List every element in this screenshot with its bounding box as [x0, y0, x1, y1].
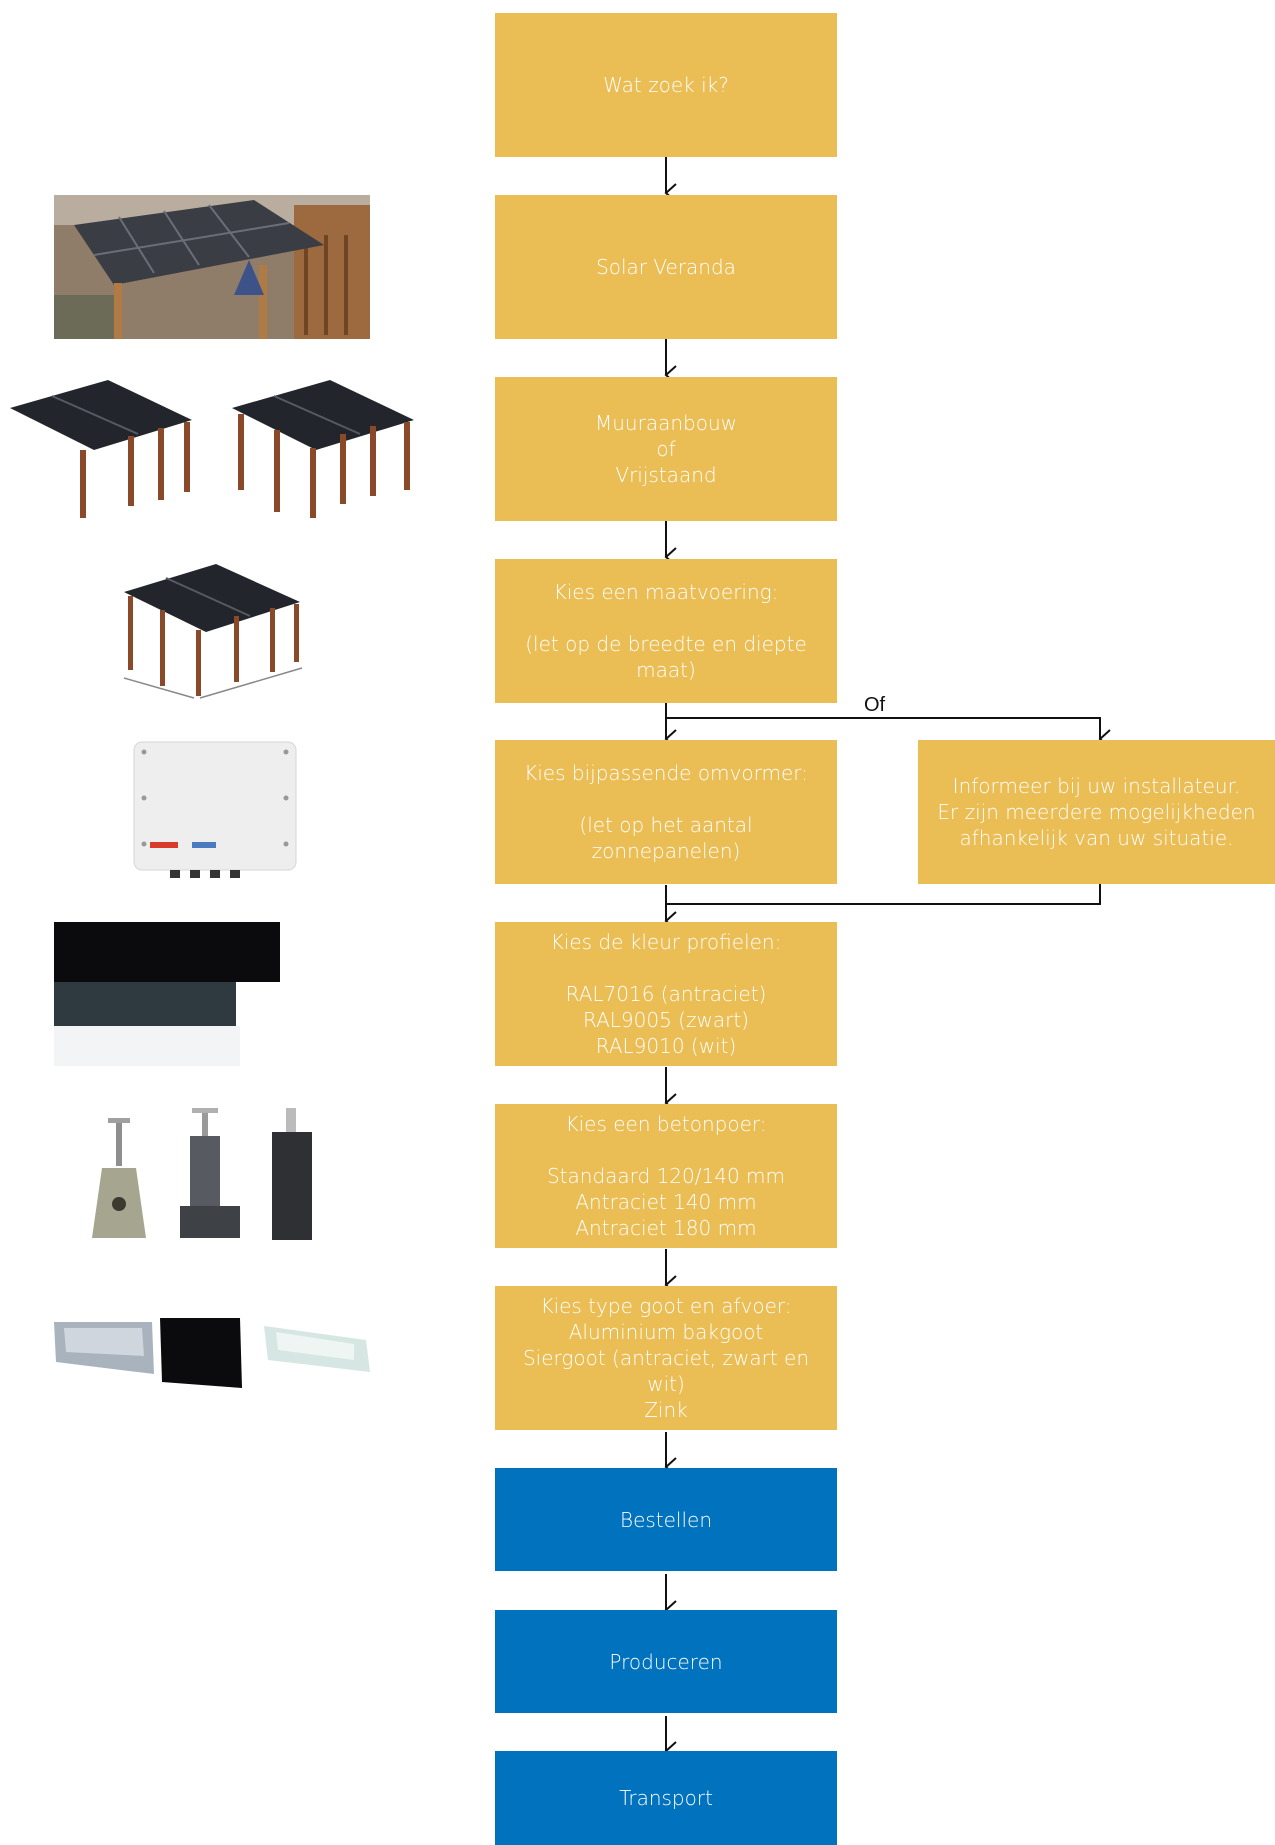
step-text-line: [663, 786, 669, 812]
step-text-line: [663, 605, 669, 631]
dimensions-illustration: [123, 564, 303, 699]
gutters-illustration: [54, 1318, 370, 1388]
concrete-footings-illustration: [92, 1108, 312, 1240]
step-text-line: afhankelijk van uw situatie.: [959, 826, 1234, 850]
step-text-line: Antraciet 180 mm: [575, 1216, 757, 1240]
step-text-line: Muuraanbouw: [595, 411, 737, 435]
step-text-line: Produceren: [609, 1649, 723, 1674]
step-profile-color: Kies de kleur profielen: RAL7016 (antrac…: [495, 922, 837, 1066]
step-text-line: Transport: [619, 1786, 713, 1810]
step-text-line: Standaard 120/140 mm: [546, 1164, 785, 1188]
step-text-line: RAL9010 (wit): [595, 1034, 737, 1058]
step-text-line: Wat zoek ik?: [603, 73, 729, 97]
step-text-line: [663, 955, 669, 981]
veranda-photo-illustration: [54, 195, 370, 339]
step-text-line: Vrijstaand: [615, 463, 717, 487]
step-text-line: [663, 1137, 669, 1163]
step-gutter-type: Kies type goot en afvoer:Aluminium bakgo…: [495, 1286, 837, 1430]
step-dimensions: Kies een maatvoering: (let op de breedte…: [495, 559, 837, 703]
step-text-line: Kies bijpassende omvormer:: [524, 761, 808, 785]
alternative-label: Of: [864, 694, 886, 716]
step-produce: Produceren: [495, 1610, 837, 1713]
profile-colors-illustration: [54, 922, 280, 1066]
step-text-line: Kies een betonpoer:: [565, 1112, 767, 1136]
merge-line: [666, 884, 1101, 905]
step-text-line: Solar Veranda: [596, 255, 736, 279]
step-text-line: Zink: [644, 1398, 688, 1422]
step-transport: Transport: [495, 1751, 837, 1845]
step-text-line: Er zijn meerdere mogelijkheden: [937, 800, 1256, 824]
step-text-line: RAL9005 (zwart): [583, 1008, 749, 1032]
step-text-line: Kies de kleur profielen:: [550, 930, 782, 954]
branch-line: [666, 717, 1111, 749]
step-text-line: Aluminium bakgoot: [568, 1320, 764, 1344]
step-text-line: Antraciet 140 mm: [575, 1190, 757, 1214]
step-text-line: RAL7016 (antraciet): [565, 982, 767, 1006]
step-text-line: (let op het aantal zonnepanelen): [579, 813, 753, 863]
step-text-line: (let op de breedte en diepte maat): [525, 632, 807, 682]
step-text-line: Bestellen: [619, 1507, 713, 1532]
alternative-installer-box: Informeer bij uw installateur.Er zijn me…: [918, 740, 1275, 884]
step-concrete-footing: Kies een betonpoer: Standaard 120/140 mm…: [495, 1104, 837, 1248]
step-text-line: Informeer bij uw installateur.: [952, 774, 1241, 798]
step-text-line: Kies een maatvoering:: [553, 580, 779, 604]
step-text-line: Siergoot (antraciet, zwart en wit): [522, 1346, 810, 1396]
step-text-line: of: [656, 437, 676, 461]
wall-and-freestanding-illustration: [10, 380, 414, 518]
inverter-illustration: [133, 741, 297, 878]
step-inverter: Kies bijpassende omvormer: (let op het a…: [495, 740, 837, 884]
step-what-am-i-looking-for: Wat zoek ik?: [495, 13, 837, 157]
step-order: Bestellen: [495, 1468, 837, 1571]
step-text-line: Kies type goot en afvoer:: [540, 1294, 792, 1318]
step-solar-veranda: Solar Veranda: [495, 195, 837, 339]
